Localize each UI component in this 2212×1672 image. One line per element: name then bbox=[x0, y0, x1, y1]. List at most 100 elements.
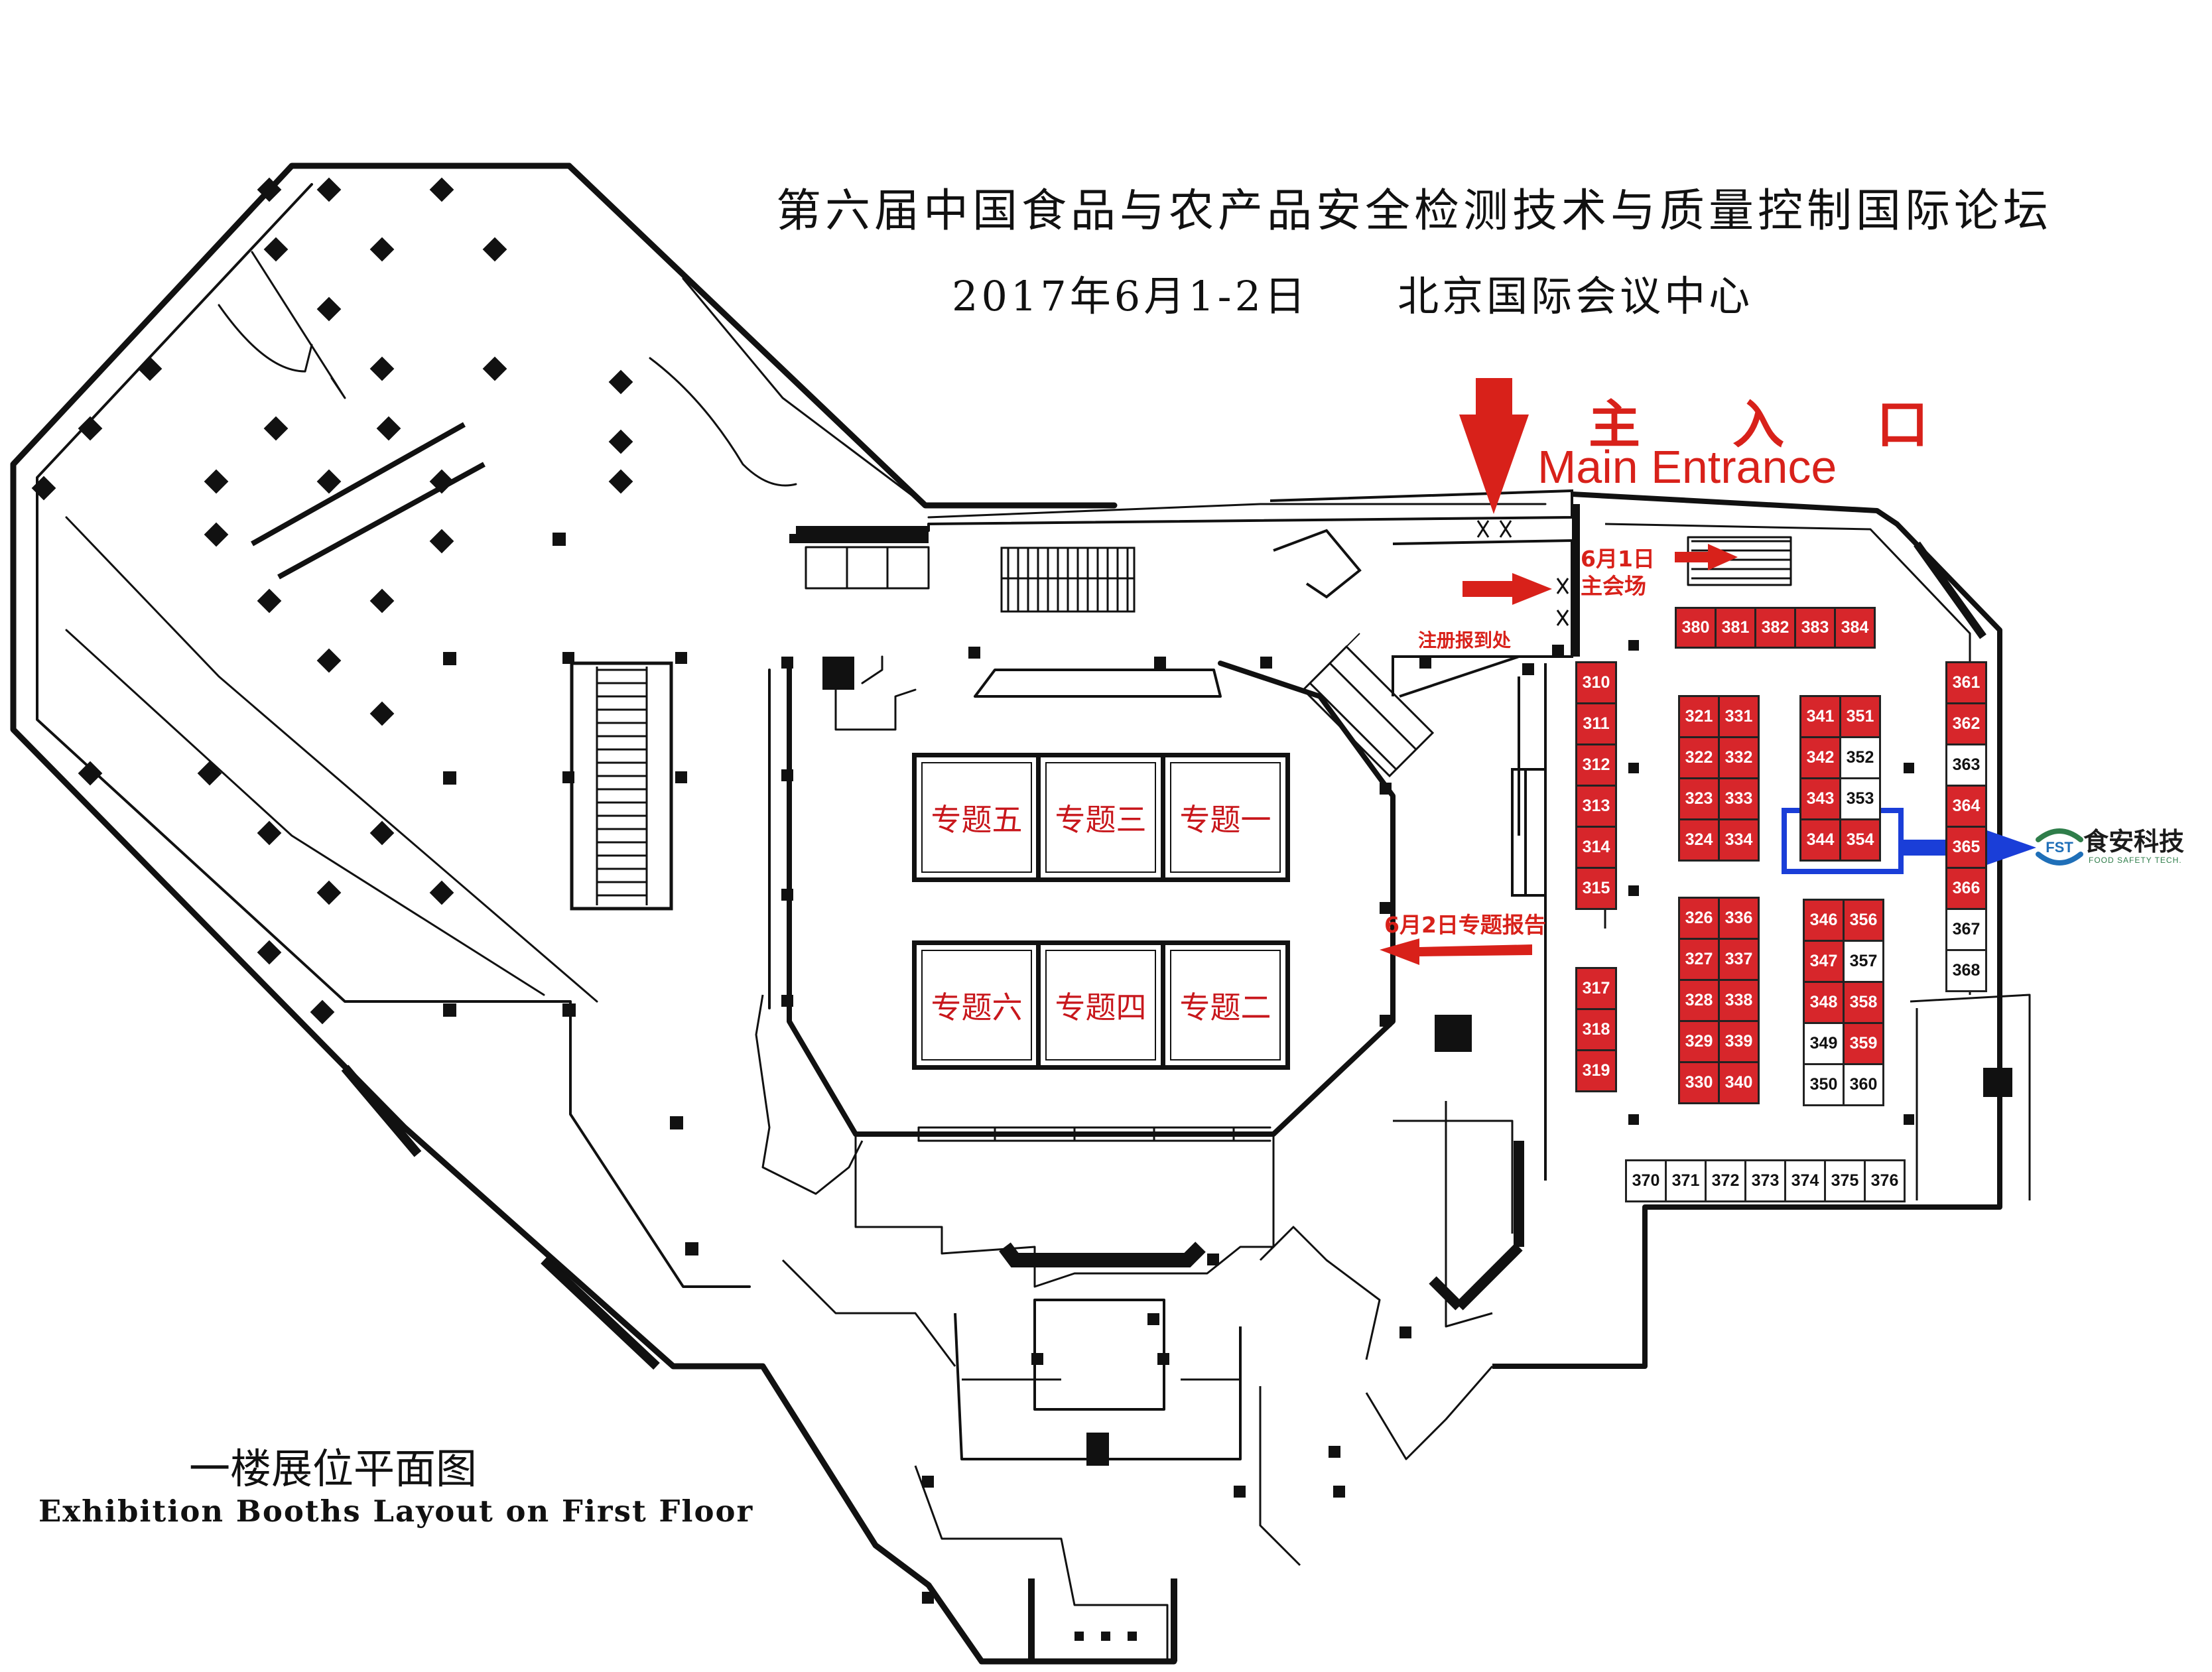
seminar-hall-4-label: 专题四 bbox=[1055, 989, 1147, 1025]
booth-371[interactable]: 371 bbox=[1665, 1159, 1707, 1202]
seminar-hall-6: 专题六 bbox=[912, 940, 1041, 1070]
booth-362[interactable]: 362 bbox=[1945, 702, 1987, 745]
main-entrance-label-en: Main Entrance bbox=[1537, 441, 1837, 493]
seminar-hall-2-label: 专题二 bbox=[1179, 989, 1271, 1025]
forum-title: 第六届中国食品与农产品安全检测技术与质量控制国际论坛 bbox=[776, 185, 2053, 237]
booth-370[interactable]: 370 bbox=[1625, 1159, 1667, 1202]
booth-358[interactable]: 358 bbox=[1843, 981, 1884, 1024]
booth-372[interactable]: 372 bbox=[1705, 1159, 1746, 1202]
exhibition-hall-wall bbox=[1492, 491, 2002, 1369]
booth-357[interactable]: 357 bbox=[1843, 940, 1884, 983]
booth-330[interactable]: 330 bbox=[1678, 1061, 1720, 1104]
booth-338[interactable]: 338 bbox=[1718, 979, 1760, 1022]
seminar-hall-3-label: 专题三 bbox=[1055, 801, 1147, 838]
booth-367[interactable]: 367 bbox=[1945, 908, 1987, 951]
main-hall-wall bbox=[787, 661, 1396, 1137]
booth-336[interactable]: 336 bbox=[1718, 897, 1760, 940]
booth-384[interactable]: 384 bbox=[1834, 607, 1876, 649]
booth-375[interactable]: 375 bbox=[1824, 1159, 1866, 1202]
booth-311[interactable]: 311 bbox=[1575, 702, 1617, 745]
booth-337[interactable]: 337 bbox=[1718, 938, 1760, 981]
booth-361[interactable]: 361 bbox=[1945, 661, 1987, 704]
event-date-venue: 2017年6月1-2日 北京国际会议中心 bbox=[952, 272, 1754, 320]
main-entrance-arrow bbox=[1459, 378, 1529, 514]
seminar-hall-5: 专题五 bbox=[912, 753, 1041, 882]
booth-373[interactable]: 373 bbox=[1744, 1159, 1786, 1202]
fst-logo-icon: FST bbox=[2036, 828, 2083, 866]
seminar-arrow bbox=[1380, 938, 1532, 965]
booth-327[interactable]: 327 bbox=[1678, 938, 1720, 981]
fst-company-tagline: FOOD SAFETY TECH. bbox=[2089, 856, 2182, 865]
booth-352[interactable]: 352 bbox=[1839, 736, 1881, 779]
booth-319[interactable]: 319 bbox=[1575, 1049, 1617, 1092]
seminar-hall-4: 专题四 bbox=[1036, 940, 1165, 1070]
booth-323[interactable]: 323 bbox=[1678, 777, 1720, 820]
booth-380[interactable]: 380 bbox=[1675, 607, 1717, 649]
seminar-hall-3: 专题三 bbox=[1036, 753, 1165, 882]
atrium-wall bbox=[65, 516, 598, 1003]
booth-382[interactable]: 382 bbox=[1754, 607, 1796, 649]
fst-logo-text: FST bbox=[2046, 839, 2073, 856]
booth-326[interactable]: 326 bbox=[1678, 897, 1720, 940]
registration-label: 注册报到处 bbox=[1418, 629, 1512, 651]
booth-318[interactable]: 318 bbox=[1575, 1008, 1617, 1051]
seminar-hall-6-label: 专题六 bbox=[931, 989, 1023, 1025]
main-venue-arrow bbox=[1675, 544, 1738, 570]
booth-366[interactable]: 366 bbox=[1945, 867, 1987, 910]
june1-date-label: 6月1日 bbox=[1581, 546, 1655, 572]
main-entrance-label-cn: 主 入 口 bbox=[1589, 395, 1966, 455]
booth-381[interactable]: 381 bbox=[1715, 607, 1756, 649]
seminar-hall-1-label: 专题一 bbox=[1179, 801, 1271, 838]
booth-312[interactable]: 312 bbox=[1575, 743, 1617, 787]
booth-346[interactable]: 346 bbox=[1803, 899, 1845, 942]
fst-company-name: 食安科技 bbox=[2083, 827, 2185, 856]
stage-curve bbox=[999, 1242, 1206, 1267]
booth-351[interactable]: 351 bbox=[1839, 695, 1881, 738]
booth-315[interactable]: 315 bbox=[1575, 867, 1617, 910]
booth-354[interactable]: 354 bbox=[1839, 818, 1881, 862]
booth-360[interactable]: 360 bbox=[1843, 1063, 1884, 1106]
booth-331[interactable]: 331 bbox=[1718, 695, 1760, 738]
booth-313[interactable]: 313 bbox=[1575, 785, 1617, 828]
booth-359[interactable]: 359 bbox=[1843, 1022, 1884, 1065]
booth-333[interactable]: 333 bbox=[1718, 777, 1760, 820]
registration-arrow bbox=[1463, 573, 1552, 605]
booth-376[interactable]: 376 bbox=[1864, 1159, 1906, 1202]
booth-339[interactable]: 339 bbox=[1718, 1020, 1760, 1063]
booth-363[interactable]: 363 bbox=[1945, 743, 1987, 787]
main-venue-label: 主会场 bbox=[1581, 573, 1646, 599]
booth-314[interactable]: 314 bbox=[1575, 826, 1617, 869]
booth-383[interactable]: 383 bbox=[1794, 607, 1836, 649]
booth-368[interactable]: 368 bbox=[1945, 949, 1987, 992]
booth-324[interactable]: 324 bbox=[1678, 818, 1720, 862]
booth-340[interactable]: 340 bbox=[1718, 1061, 1760, 1104]
june2-seminar-label: 6月2日专题报告 bbox=[1384, 912, 1546, 938]
booth-317[interactable]: 317 bbox=[1575, 967, 1617, 1010]
booth-365[interactable]: 365 bbox=[1945, 826, 1987, 869]
booth-344[interactable]: 344 bbox=[1799, 818, 1841, 862]
floor-caption-en: Exhibition Booths Layout on First Floor bbox=[38, 1494, 754, 1529]
booth-321[interactable]: 321 bbox=[1678, 695, 1720, 738]
fst-exhibitor-logo: FST 食安科技 FOOD SAFETY TECH. bbox=[2033, 820, 2187, 879]
booth-343[interactable]: 343 bbox=[1799, 777, 1841, 820]
booth-350[interactable]: 350 bbox=[1803, 1063, 1845, 1106]
booth-322[interactable]: 322 bbox=[1678, 736, 1720, 779]
floor-caption-cn: 一楼展位平面图 bbox=[189, 1445, 478, 1493]
booth-364[interactable]: 364 bbox=[1945, 785, 1987, 828]
booth-342[interactable]: 342 bbox=[1799, 736, 1841, 779]
seminar-hall-2: 专题二 bbox=[1161, 940, 1290, 1070]
booth-341[interactable]: 341 bbox=[1799, 695, 1841, 738]
booth-348[interactable]: 348 bbox=[1803, 981, 1845, 1024]
booth-356[interactable]: 356 bbox=[1843, 899, 1884, 942]
booth-374[interactable]: 374 bbox=[1784, 1159, 1826, 1202]
booth-353[interactable]: 353 bbox=[1839, 777, 1881, 820]
booth-334[interactable]: 334 bbox=[1718, 818, 1760, 862]
booth-310[interactable]: 310 bbox=[1575, 661, 1617, 704]
booth-347[interactable]: 347 bbox=[1803, 940, 1845, 983]
booth-329[interactable]: 329 bbox=[1678, 1020, 1720, 1063]
seminar-hall-5-label: 专题五 bbox=[931, 801, 1023, 838]
booth-328[interactable]: 328 bbox=[1678, 979, 1720, 1022]
booth-332[interactable]: 332 bbox=[1718, 736, 1760, 779]
booth-349[interactable]: 349 bbox=[1803, 1022, 1845, 1065]
